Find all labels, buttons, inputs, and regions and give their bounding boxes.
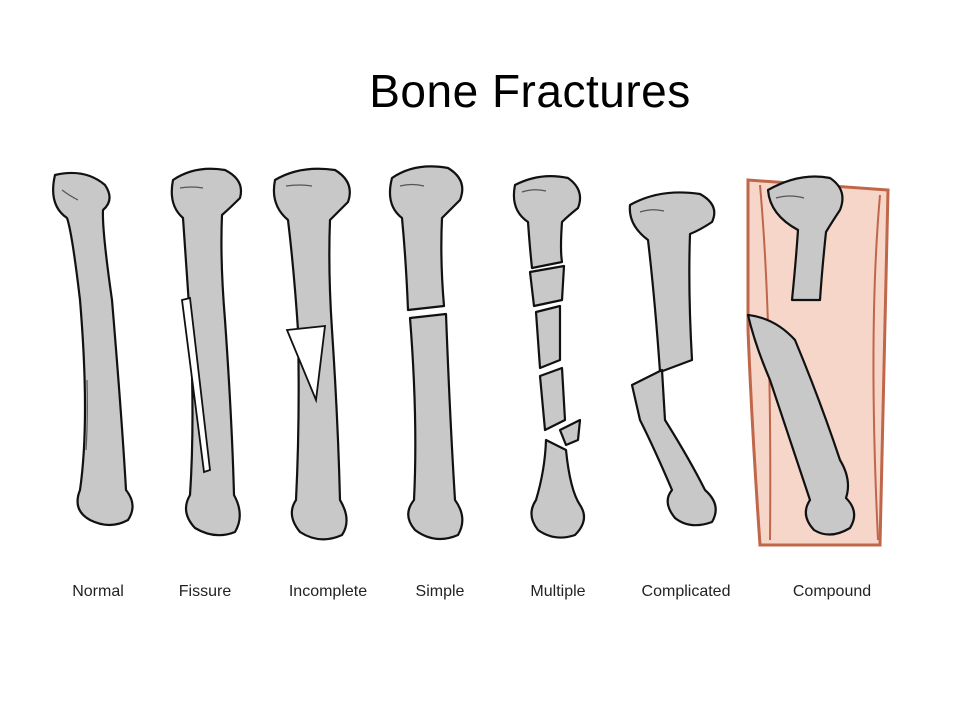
- label-fissure: Fissure: [179, 583, 232, 600]
- label-complicated: Complicated: [642, 583, 731, 600]
- page-title: Bone Fractures: [369, 65, 691, 117]
- bone-multiple: [512, 175, 586, 539]
- bone-incomplete: [272, 167, 351, 541]
- label-incomplete: Incomplete: [289, 583, 367, 600]
- bone-simple: [388, 165, 464, 541]
- bone-fissure: [170, 167, 243, 537]
- skin-region: [746, 178, 890, 547]
- label-multiple: Multiple: [530, 583, 585, 600]
- label-compound: Compound: [793, 583, 871, 600]
- bone-normal: [52, 171, 134, 527]
- bone-complicated: [628, 191, 717, 527]
- label-normal: Normal: [72, 583, 124, 600]
- label-simple: Simple: [416, 583, 465, 600]
- bone-compound: [746, 175, 890, 547]
